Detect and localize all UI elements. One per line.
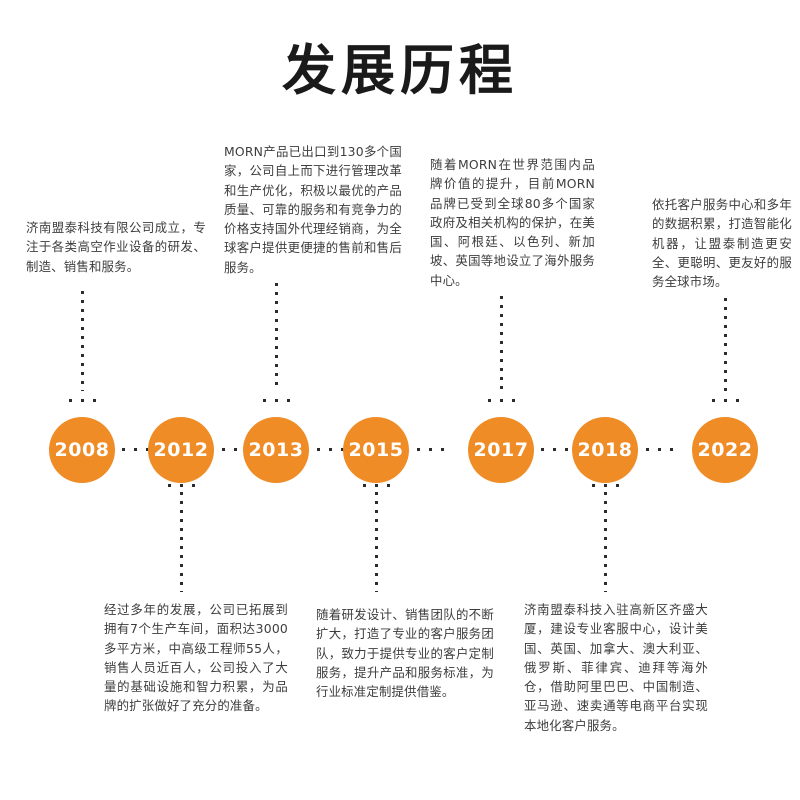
page-title: 发展历程 (282, 39, 518, 102)
flare-dot (387, 484, 390, 487)
axis-dot (553, 448, 556, 451)
year-circle-2013[interactable]: 2013 (243, 417, 309, 483)
flare-dot (512, 399, 515, 402)
milestone-text-2013: MORN产品已出口到130多个国家，公司自上而下进行管理改革和生产优化，积极以最… (224, 144, 402, 275)
axis-dots-2008-2012 (122, 448, 149, 451)
flare-dot (592, 484, 595, 487)
year-circle-2022[interactable]: 2022 (692, 417, 758, 483)
flare-dot (500, 399, 503, 402)
flare-2015 (363, 484, 390, 487)
connector-2018 (604, 492, 607, 592)
axis-dot (429, 448, 432, 451)
flare-dot (736, 399, 739, 402)
flare-dot (724, 399, 727, 402)
flare-dot (287, 399, 290, 402)
axis-dots-2015-2017 (417, 448, 444, 451)
year-circle-2018[interactable]: 2018 (572, 417, 638, 483)
flare-dot (192, 484, 195, 487)
axis-dots-2017-2018 (541, 448, 568, 451)
milestone-text-2022: 依托客户服务中心和多年的数据积累，打造智能化机器，让盟泰制造更安全、更聪明、更友… (652, 197, 792, 290)
connector-2013 (275, 283, 278, 391)
axis-dots-2013-2015 (317, 448, 344, 451)
flare-2022 (712, 399, 739, 402)
flare-dot (616, 484, 619, 487)
axis-dot (658, 448, 661, 451)
axis-dot (329, 448, 332, 451)
flare-dot (488, 399, 491, 402)
axis-dot (646, 448, 649, 451)
axis-dot (541, 448, 544, 451)
year-circle-2012[interactable]: 2012 (148, 417, 214, 483)
flare-2017 (488, 399, 515, 402)
flare-2008 (69, 399, 96, 402)
flare-dot (604, 484, 607, 487)
flare-dot (93, 399, 96, 402)
axis-dots-2018-2022 (646, 448, 673, 451)
flare-dot (363, 484, 366, 487)
year-circle-2008[interactable]: 2008 (49, 417, 115, 483)
flare-2013 (263, 399, 290, 402)
axis-dot (417, 448, 420, 451)
milestone-text-2008: 济南盟泰科技有限公司成立，专注于各类高空作业设备的研发、制造、销售和服务。 (26, 220, 206, 274)
milestone-text-2015: 随着研发设计、销售团队的不断扩大，打造了专业的客户服务团队，致力于提供专业的客户… (316, 607, 494, 700)
flare-dot (263, 399, 266, 402)
axis-dot (122, 448, 125, 451)
axis-dot (441, 448, 444, 451)
flare-dot (81, 399, 84, 402)
axis-dot (341, 448, 344, 451)
flare-dot (69, 399, 72, 402)
year-circle-2015[interactable]: 2015 (343, 417, 409, 483)
axis-dot (565, 448, 568, 451)
flare-dot (275, 399, 278, 402)
axis-dot (134, 448, 137, 451)
connector-2022 (724, 298, 727, 391)
year-circle-2017[interactable]: 2017 (468, 417, 534, 483)
connector-2015 (375, 492, 378, 592)
flare-dot (180, 484, 183, 487)
axis-dot (670, 448, 673, 451)
connector-2012 (180, 492, 183, 592)
axis-dot (222, 448, 225, 451)
flare-dot (168, 484, 171, 487)
flare-dot (375, 484, 378, 487)
milestone-text-2017: 随着MORN在世界范围内品牌价值的提升，目前MORN品牌已受到全球80多个国家政… (430, 157, 595, 288)
milestone-text-2018: 济南盟泰科技入驻高新区齐盛大厦，建设专业客服中心，设计美国、英国、加拿大、澳大利… (524, 602, 708, 733)
axis-dot (146, 448, 149, 451)
flare-2012 (168, 484, 195, 487)
flare-2018 (592, 484, 619, 487)
axis-dot (317, 448, 320, 451)
flare-dot (712, 399, 715, 402)
connector-2017 (500, 296, 503, 391)
milestone-text-2012: 经过多年的发展，公司已拓展到拥有7个生产车间，面积达3000多平方米，中高级工程… (104, 602, 288, 714)
connector-2008 (81, 291, 84, 391)
axis-dot (234, 448, 237, 451)
